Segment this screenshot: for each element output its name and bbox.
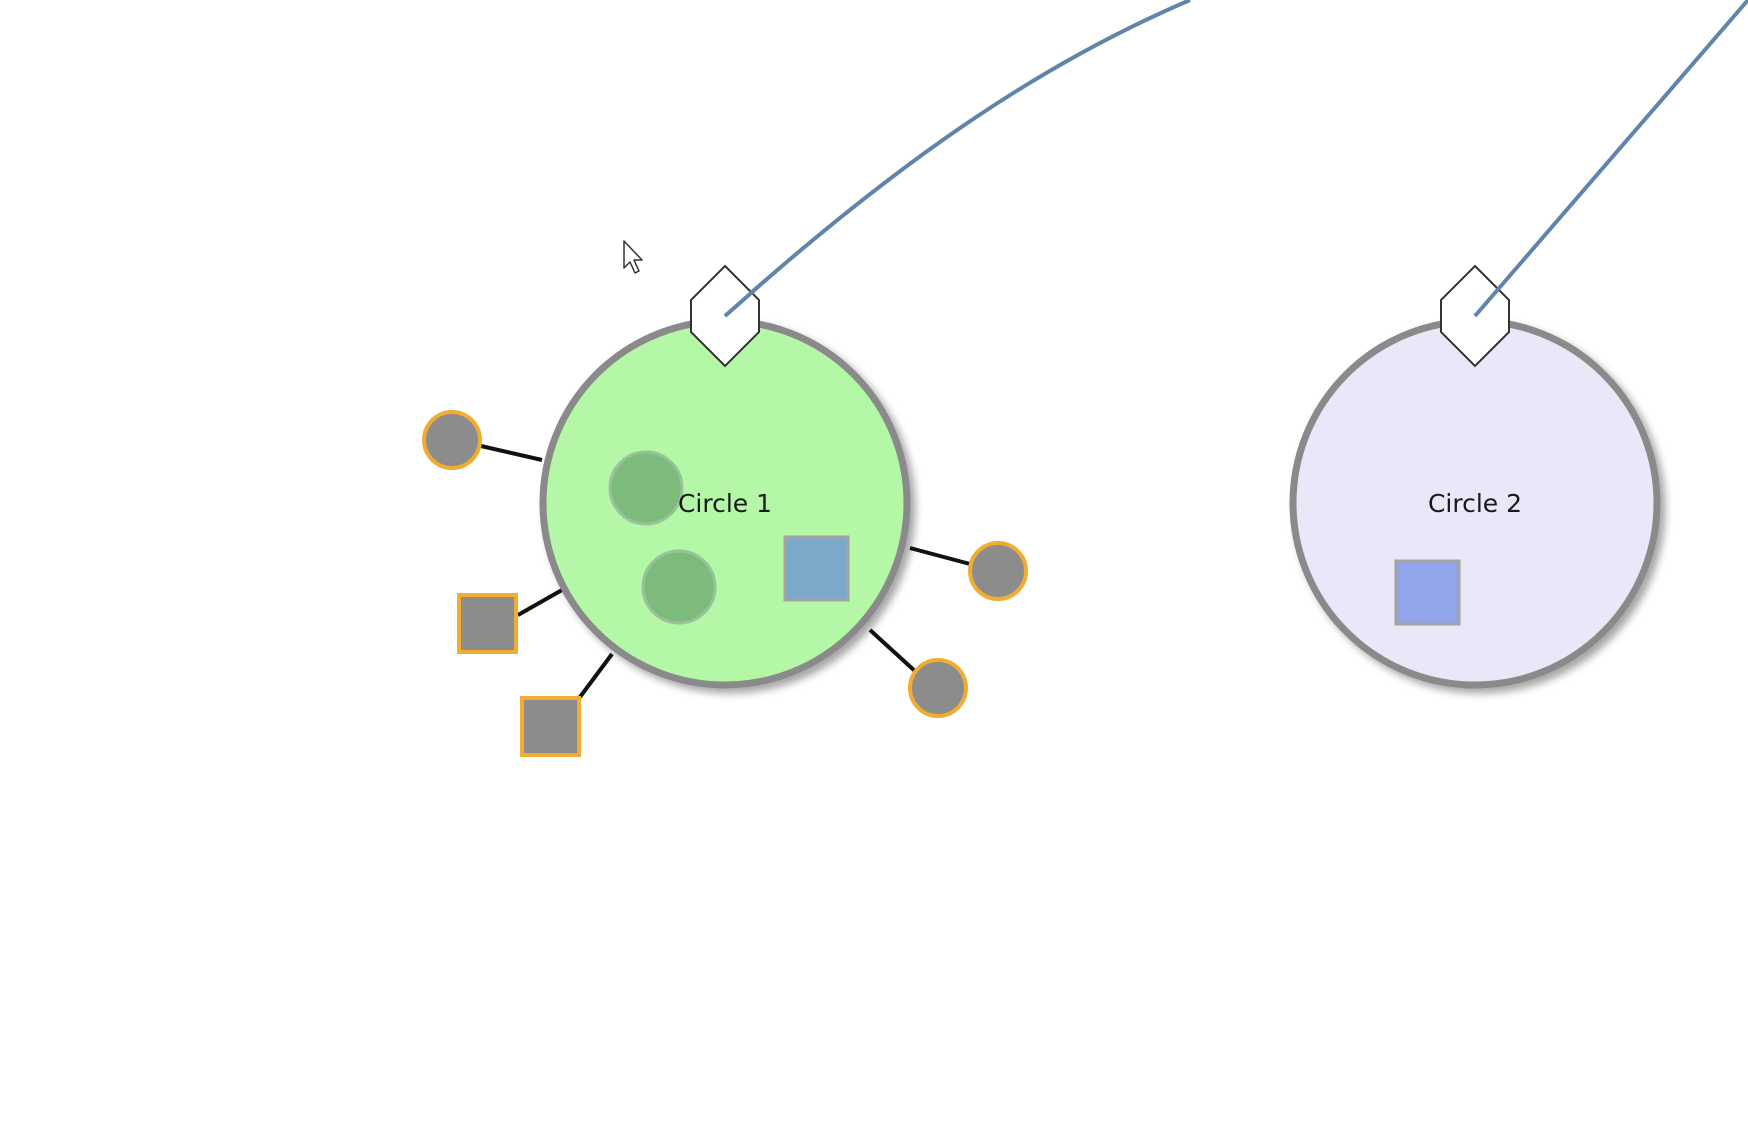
port-connector-stub-1 <box>723 284 761 318</box>
connector-circle-1[interactable] <box>723 0 1191 318</box>
inner-square-blue[interactable] <box>783 535 850 602</box>
satellite-circle-bottom-right[interactable] <box>908 658 968 718</box>
node-circle-1[interactable]: Circle 1 <box>422 264 1028 757</box>
port-connector-stub-2 <box>1473 285 1502 318</box>
satellite-circle-left[interactable] <box>422 410 482 470</box>
node-circle-2[interactable]: Circle 2 <box>1289 264 1661 689</box>
connector-circle-2[interactable] <box>1473 0 1748 318</box>
link-satellite-left-top <box>480 444 543 462</box>
satellite-circle-right[interactable] <box>968 541 1028 601</box>
mouse-pointer-icon <box>623 240 643 274</box>
link-satellite-right <box>909 546 971 566</box>
satellite-square-bottom[interactable] <box>520 696 581 757</box>
link-satellite-bottom-square <box>578 652 614 699</box>
link-satellite-bottom-right <box>868 628 918 674</box>
inner-circle-upper[interactable] <box>608 450 684 526</box>
inner-circle-lower[interactable] <box>641 549 717 625</box>
link-satellite-left-square <box>517 588 563 617</box>
circle-1-label: Circle 1 <box>678 489 772 518</box>
satellite-square-left[interactable] <box>457 593 518 654</box>
circle-2-label: Circle 2 <box>1428 489 1522 518</box>
inner-square-periwinkle[interactable] <box>1394 559 1461 626</box>
